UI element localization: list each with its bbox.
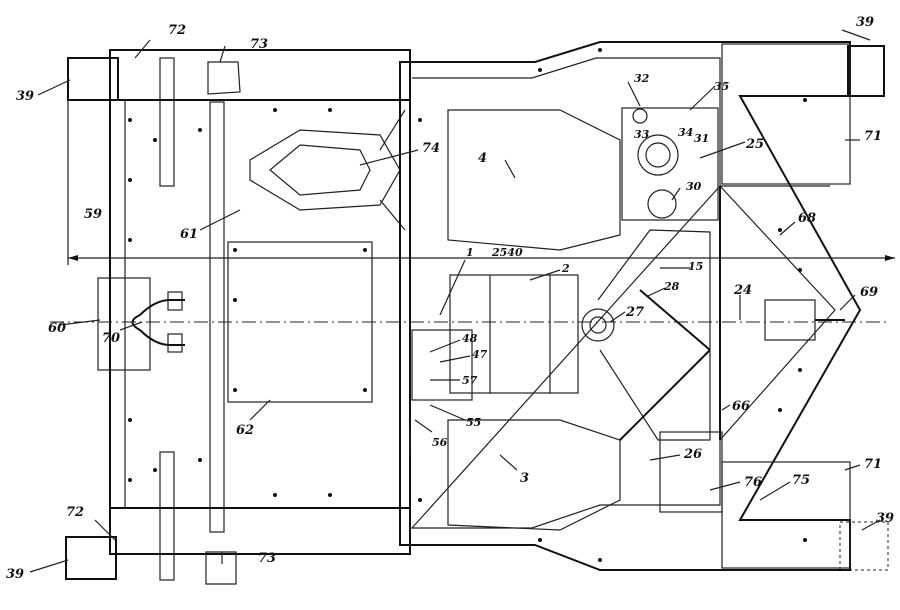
label-71-top: 71 — [864, 129, 882, 144]
label-59: 59 — [84, 207, 102, 222]
label-2: 2 — [561, 262, 570, 275]
label-61: 61 — [180, 227, 198, 242]
label-39-top-left: 39 — [16, 89, 34, 104]
label-35: 35 — [714, 80, 729, 93]
leader-lines — [29, 29, 881, 573]
dimension-and-centerline: 2540 — [50, 100, 895, 323]
label-72-bottom: 72 — [66, 505, 84, 520]
label-73-bottom: 73 — [258, 551, 276, 566]
label-55: 55 — [466, 416, 481, 429]
label-48: 48 — [462, 332, 478, 345]
label-26: 26 — [683, 447, 702, 462]
label-62: 62 — [236, 423, 254, 438]
label-66: 66 — [732, 399, 750, 414]
label-57: 57 — [462, 374, 478, 387]
label-72-top: 72 — [168, 23, 186, 38]
reference-labels: 39 39 39 39 72 72 73 73 59 60 61 62 70 7… — [6, 15, 894, 582]
label-69: 69 — [860, 285, 878, 300]
label-3: 3 — [520, 471, 529, 486]
label-74: 74 — [422, 141, 440, 156]
label-70: 70 — [102, 331, 120, 346]
exhaust-pipes — [65, 45, 889, 580]
rear-hull — [97, 49, 411, 585]
label-25: 25 — [745, 137, 764, 152]
label-28: 28 — [663, 280, 680, 293]
front-hull — [399, 41, 862, 571]
label-73-top: 73 — [250, 37, 268, 52]
label-34: 34 — [678, 126, 693, 139]
label-31: 31 — [694, 132, 709, 145]
label-30: 30 — [686, 180, 702, 193]
label-15: 15 — [688, 260, 703, 273]
label-24: 24 — [733, 283, 752, 298]
label-71-bottom: 71 — [864, 457, 882, 472]
label-39-top-right: 39 — [856, 15, 874, 30]
label-56: 56 — [432, 436, 448, 449]
label-60: 60 — [48, 321, 66, 336]
label-27: 27 — [625, 305, 644, 320]
label-47: 47 — [472, 348, 488, 361]
label-4: 4 — [478, 151, 487, 166]
dimension-2540: 2540 — [491, 246, 523, 259]
label-39-bottom-left: 39 — [6, 567, 24, 582]
label-68: 68 — [798, 211, 816, 226]
label-33: 33 — [634, 128, 650, 141]
label-32: 32 — [634, 72, 650, 85]
label-39-bottom-right: 39 — [876, 511, 894, 526]
label-1: 1 — [466, 246, 474, 259]
label-75: 75 — [792, 473, 810, 488]
label-76: 76 — [744, 475, 762, 490]
rivets — [128, 48, 807, 562]
